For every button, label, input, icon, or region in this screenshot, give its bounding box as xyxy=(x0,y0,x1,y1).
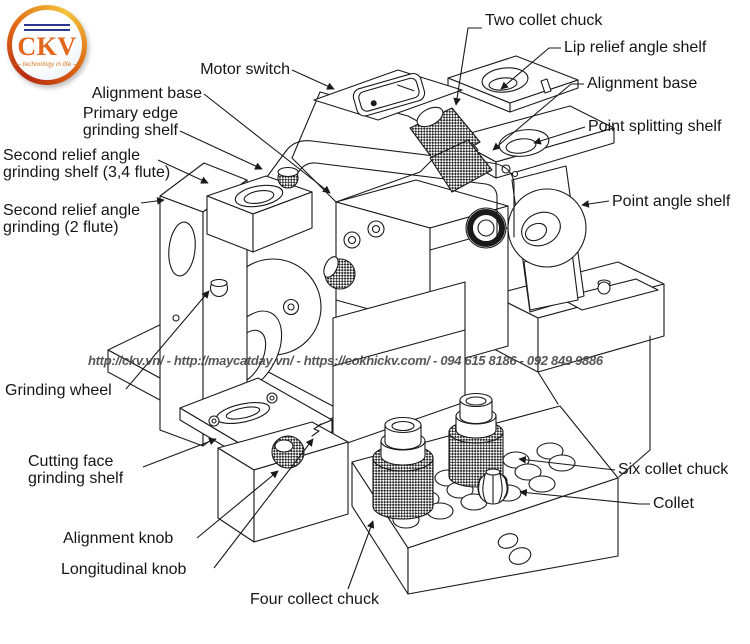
leader-lip-relief xyxy=(500,47,561,90)
label-cutting-face: Cutting face grinding shelf xyxy=(28,453,124,487)
label-point-splitting: Point splitting shelf xyxy=(588,118,722,135)
logo-line-bottom xyxy=(24,28,70,31)
logo-line-top xyxy=(24,23,70,26)
leader-second-relief-2 xyxy=(140,197,165,205)
four-collect-chuck-illustration xyxy=(372,416,434,520)
leader-four-collect-chuck xyxy=(347,520,375,590)
leader-motor-switch xyxy=(291,69,335,90)
label-two-collet-chuck: Two collet chuck xyxy=(485,12,603,29)
leader-point-angle xyxy=(581,200,610,208)
leader-six-collet-chuck xyxy=(518,455,616,471)
label-point-angle: Point angle shelf xyxy=(612,193,731,210)
collet-illustration xyxy=(477,468,509,505)
leader-point-splitting xyxy=(533,126,586,145)
leader-lines xyxy=(125,27,650,590)
leader-cutting-face xyxy=(142,437,217,468)
label-motor-switch: Motor switch xyxy=(200,61,290,78)
label-alignment-base-left: Alignment base xyxy=(91,85,202,102)
leader-alignment-base-left xyxy=(203,93,331,194)
label-grinding-wheel: Grinding wheel xyxy=(5,382,112,399)
label-second-relief-34: Second relief angle grinding shelf (3,4 … xyxy=(3,147,171,181)
shelf-block-illustration xyxy=(206,166,313,253)
label-six-collet-chuck: Six collet chuck xyxy=(618,461,729,478)
motor-switch-illustration xyxy=(313,69,463,121)
point-angle-shelf-illustration xyxy=(507,165,587,313)
label-primary-edge: Primary edge grinding shelf xyxy=(82,105,178,139)
ckv-logo: CKV technology in life xyxy=(7,5,87,85)
leader-primary-edge xyxy=(179,130,263,170)
label-collet: Collet xyxy=(653,495,694,512)
label-alignment-base-right: Alignment base xyxy=(587,75,698,92)
leader-alignment-knob xyxy=(196,470,279,539)
logo-text: CKV xyxy=(17,32,77,61)
leader-longitudinal-knob xyxy=(213,438,314,569)
pedestal-illustration xyxy=(217,421,349,543)
leader-two-collet-chuck xyxy=(453,27,482,106)
label-four-collect-chuck: Four collect chuck xyxy=(250,591,379,608)
lip-relief-shelf-illustration xyxy=(447,55,579,113)
label-longitudinal-knob: Longitudinal knob xyxy=(61,561,187,578)
wheel-hub-knob-illustration xyxy=(209,278,229,298)
leader-alignment-base-right xyxy=(492,83,584,151)
label-second-relief-2: Second relief angle grinding (2 flute) xyxy=(3,202,140,236)
watermark-text: http://ckv.vn/ - http://maycatday.vn/ - … xyxy=(88,353,603,368)
label-lip-relief: Lip relief angle shelf xyxy=(564,39,707,56)
leader-collet xyxy=(519,488,650,505)
logo-tagline: technology in life xyxy=(14,61,79,68)
left-tower-illustration xyxy=(159,162,248,447)
machine-illustration xyxy=(107,55,665,595)
leader-second-relief-34 xyxy=(157,159,209,184)
leader-grinding-wheel xyxy=(125,290,210,390)
ckv-logo-inner: CKV technology in life xyxy=(12,10,82,80)
two-collet-chuck-illustration xyxy=(409,106,493,193)
label-alignment-knob: Alignment knob xyxy=(63,530,174,547)
